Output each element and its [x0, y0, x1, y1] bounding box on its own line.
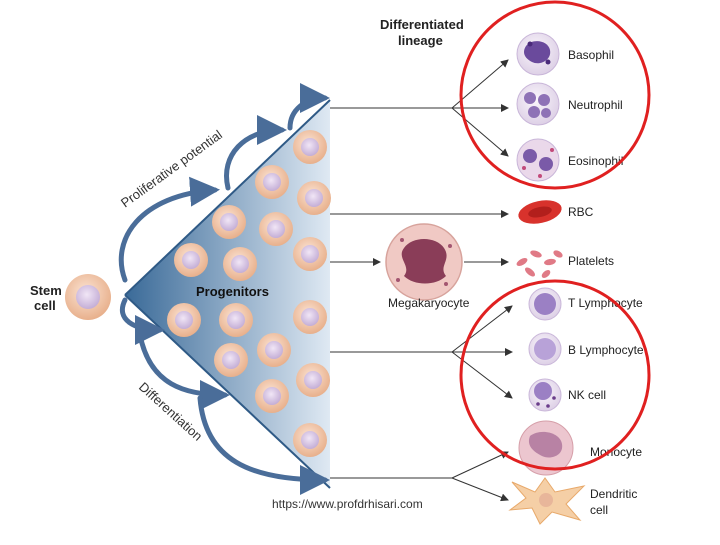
- progenitor-cell: [293, 300, 327, 334]
- label-t-lymphocyte: T Lymphocyte: [568, 296, 643, 310]
- eosinophil-cell: [516, 138, 560, 182]
- header-line1: Differentiated: [380, 17, 464, 32]
- differentiation-label: Differentiation: [136, 379, 205, 444]
- watermark: https://www.profdrhisari.com: [272, 497, 423, 511]
- megakaryocyte-label: Megakaryocyte: [388, 296, 470, 310]
- progenitor-cell: [174, 243, 208, 277]
- label-dendritic-line2: cell: [590, 503, 608, 517]
- dendritic-cell: [508, 477, 586, 525]
- stem-cell-label-line2: cell: [34, 298, 56, 313]
- header-line2: lineage: [398, 33, 443, 48]
- label-neutrophil: Neutrophil: [568, 98, 623, 112]
- progenitor-cell: [212, 205, 246, 239]
- progenitor-cell: [214, 343, 248, 377]
- label-b-lymphocyte: B Lymphocyte: [568, 343, 644, 357]
- stem-cell-label-line1: Stem: [30, 283, 62, 298]
- progenitor-cell: [219, 303, 253, 337]
- platelets: [516, 250, 563, 278]
- triangle-edge-top: [124, 99, 331, 296]
- highlight-circle-granulocytes: [459, 0, 651, 190]
- rbc-cell: [518, 200, 562, 224]
- progenitor-cell: [293, 423, 327, 457]
- progenitor-cell: [297, 181, 331, 215]
- monocyte-cell: [518, 420, 574, 476]
- proliferation-arrows: [118, 83, 330, 283]
- label-rbc: RBC: [568, 205, 594, 219]
- label-eosinophil: Eosinophil: [568, 154, 623, 168]
- label-nk-cell: NK cell: [568, 388, 606, 402]
- progenitor-cell: [223, 247, 257, 281]
- megakaryocyte: [385, 223, 463, 301]
- highlight-circle-lymphocytes: [459, 279, 651, 471]
- label-basophil: Basophil: [568, 48, 614, 62]
- progenitor-cell: [255, 165, 289, 199]
- label-dendritic-line1: Dendritic: [590, 487, 637, 501]
- t-lymphocyte-cell: [528, 287, 562, 321]
- neutrophil-cell: [516, 82, 560, 126]
- progenitors-label: Progenitors: [196, 284, 269, 299]
- progenitor-cell: [257, 333, 291, 367]
- nk-cell: [528, 378, 562, 412]
- label-platelets: Platelets: [568, 254, 614, 268]
- progenitor-cells: [167, 130, 331, 457]
- stem-cell: [65, 274, 111, 320]
- basophil-cell: [516, 32, 560, 76]
- differentiation-arrows: [120, 297, 330, 495]
- progenitor-cell: [296, 363, 330, 397]
- progenitor-cell: [293, 237, 327, 271]
- b-lymphocyte-cell: [528, 332, 562, 366]
- progenitor-cell: [293, 130, 327, 164]
- progenitor-cell: [167, 303, 201, 337]
- progenitor-cell: [255, 379, 289, 413]
- progenitor-cell: [259, 212, 293, 246]
